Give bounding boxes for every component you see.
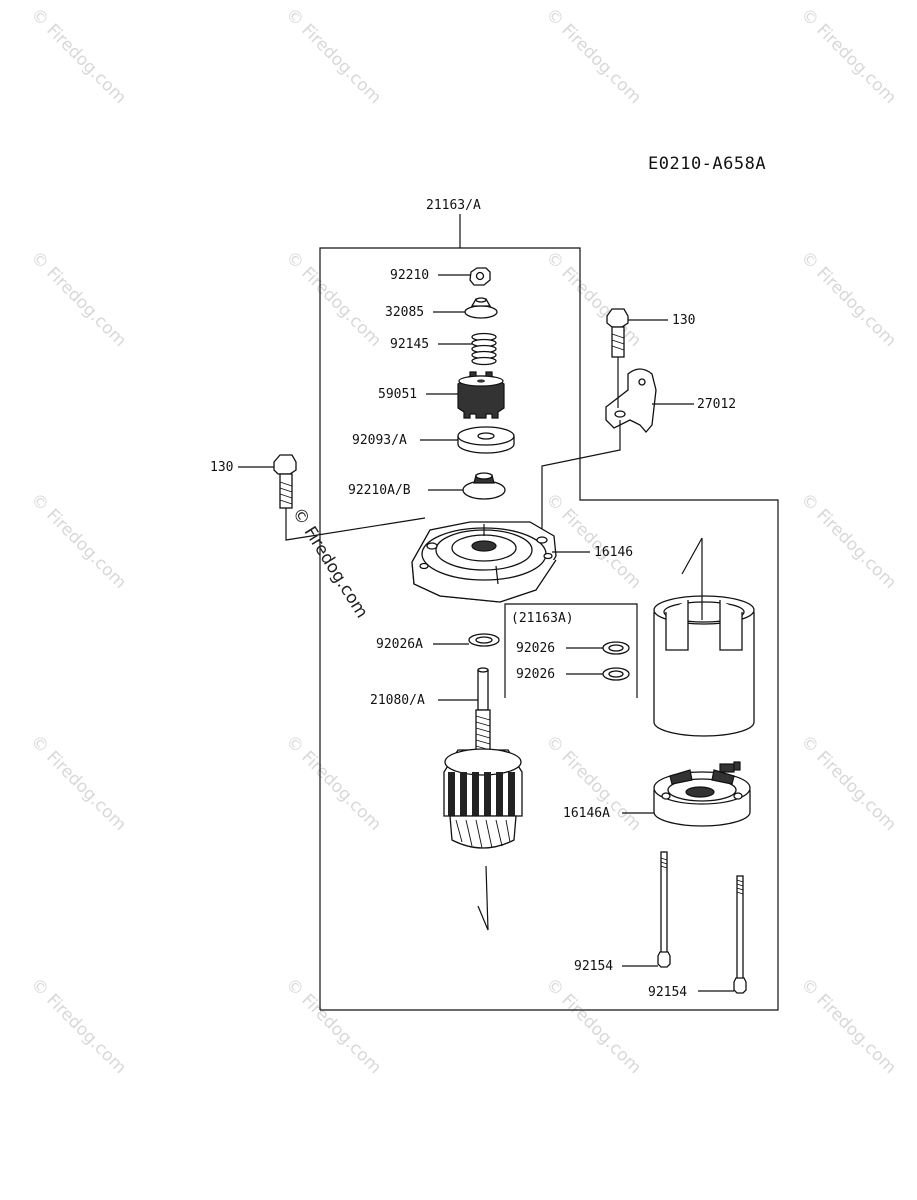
part-92093A-washer[interactable]: 92093/A [352, 426, 515, 454]
watermark: © Firedog.com [541, 974, 645, 1078]
part-16146A-rear-bracket[interactable]: 16146A [563, 761, 751, 827]
kit-21163A-box: (21163A) 92026 92026 [504, 603, 638, 698]
kit-label: (21163A) [511, 611, 574, 626]
watermark: © Firedog.com [541, 4, 645, 108]
watermark: © Firedog.com [26, 974, 130, 1078]
label-92210AB: 92210A/B [348, 483, 411, 498]
label-92154-2: 92154 [648, 985, 687, 1000]
watermark: © Firedog.com [796, 974, 900, 1078]
label-92093A: 92093/A [352, 433, 407, 448]
watermark: © Firedog.com [281, 247, 385, 351]
label-92145: 92145 [390, 337, 429, 352]
watermark: © Firedog.com [26, 489, 130, 593]
part-59051-pinion-gear[interactable]: 59051 [378, 371, 505, 419]
label-59051: 59051 [378, 387, 417, 402]
label-21080A: 21080/A [370, 693, 425, 708]
assembly-label: 21163/A [426, 198, 481, 213]
part-92154-bolt-2[interactable]: 92154 [648, 875, 747, 1000]
label-92154-1: 92154 [574, 959, 613, 974]
watermark: © Firedog.com [281, 4, 385, 108]
label-92026A: 92026A [376, 637, 423, 652]
watermark: © Firedog.com [541, 247, 645, 351]
label-32085: 32085 [385, 305, 424, 320]
label-92026-2: 92026 [516, 667, 555, 682]
part-21080A-armature[interactable]: 21080/A [370, 667, 523, 931]
watermark: © Firedog.com [796, 731, 900, 835]
diagram-code: E0210-A658A [648, 154, 766, 174]
part-92210AB-stopnut[interactable]: 92210A/B [348, 472, 506, 500]
label-130-left: 130 [210, 460, 233, 475]
part-16146-bracket[interactable]: 16146 [411, 521, 633, 603]
watermark: © Firedog.com [541, 489, 645, 593]
part-yoke-housing[interactable] [653, 537, 755, 737]
part-32085-collar[interactable]: 32085 [385, 297, 498, 320]
overlay-watermark: © Firedog.com [288, 504, 372, 622]
watermark: © Firedog.com [281, 731, 385, 835]
watermark: © Firedog.com [281, 974, 385, 1078]
part-92026A-washer[interactable]: 92026A [376, 633, 500, 652]
watermark: © Firedog.com [796, 489, 900, 593]
part-92210-nut[interactable]: 92210 [390, 267, 491, 286]
part-130-left-bolt[interactable]: 130 [210, 454, 426, 541]
label-92210: 92210 [390, 268, 429, 283]
label-92026-1: 92026 [516, 641, 555, 656]
label-27012: 27012 [697, 397, 736, 412]
part-92154-bolt-1[interactable]: 92154 [574, 851, 671, 974]
watermark: © Firedog.com [796, 4, 900, 108]
part-92026-washer-2[interactable]: 92026 [516, 667, 630, 682]
label-16146: 16146 [594, 545, 633, 560]
watermark: © Firedog.com [26, 4, 130, 108]
part-130-right-bolt[interactable]: 130 [606, 308, 695, 358]
assembly-bracket: 21163/A [319, 198, 779, 1011]
label-16146A: 16146A [563, 806, 610, 821]
watermark: © Firedog.com [26, 247, 130, 351]
watermark: © Firedog.com [26, 731, 130, 835]
part-92026-washer-1[interactable]: 92026 [516, 641, 630, 656]
part-92145-spring[interactable]: 92145 [390, 332, 497, 366]
watermark: © Firedog.com [796, 247, 900, 351]
label-130-right: 130 [672, 313, 695, 328]
part-27012-bracket[interactable]: 27012 [541, 357, 736, 542]
